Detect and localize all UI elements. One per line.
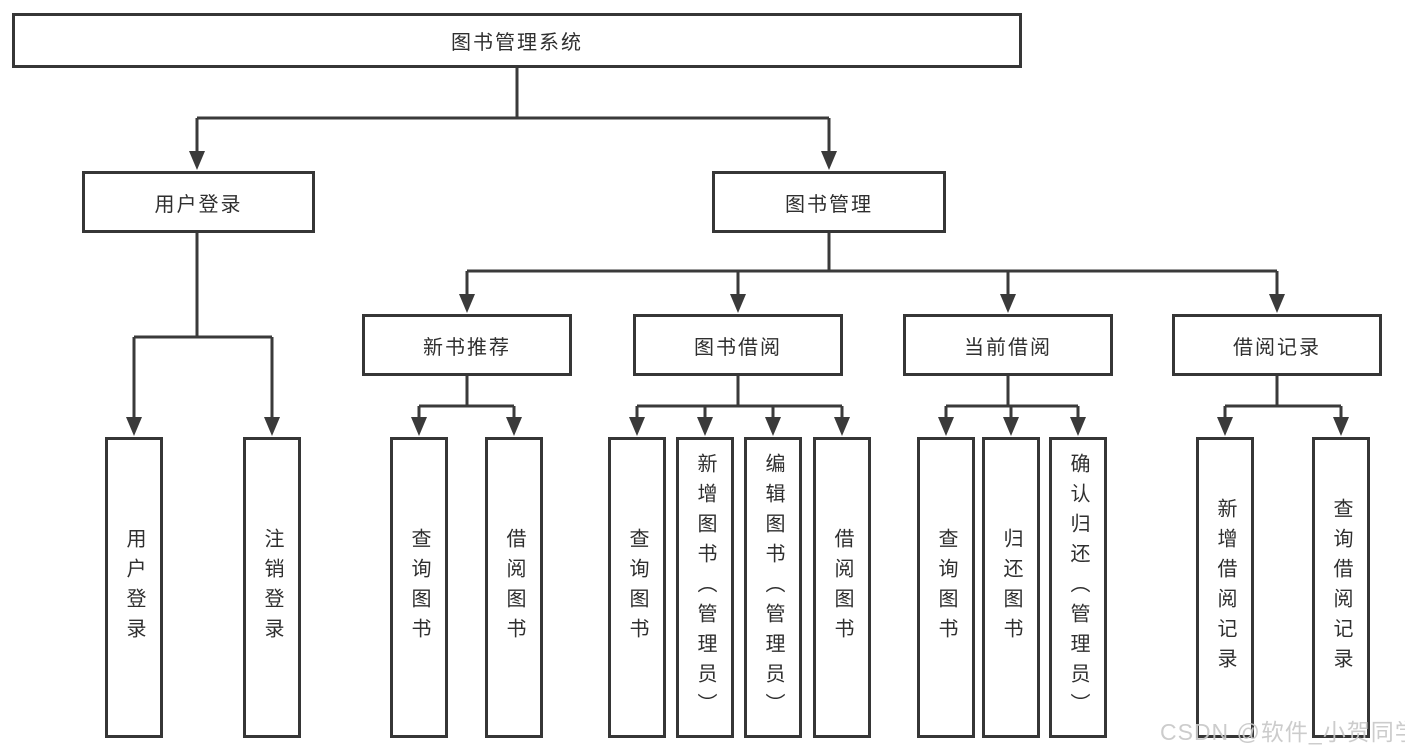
node-label: 图书管理 xyxy=(785,193,873,216)
node-add-book-admin: 新增图书（管理员） xyxy=(676,437,734,738)
node-label: 借阅图书 xyxy=(831,527,853,648)
node-label: 用户登录 xyxy=(154,193,243,216)
connector-book-borrow-branch xyxy=(635,376,844,420)
node-current-borrowing: 当前借阅 xyxy=(903,314,1113,376)
node-borrow-books-recommend: 借阅图书 xyxy=(485,437,543,738)
node-label: 归还图书 xyxy=(1000,527,1022,648)
node-borrow-books: 借阅图书 xyxy=(813,437,871,738)
node-edit-book-admin: 编辑图书（管理员） xyxy=(744,437,802,738)
node-label: 新书推荐 xyxy=(423,336,511,359)
node-label: 借阅记录 xyxy=(1233,336,1321,359)
connector-current-borrow-branch xyxy=(944,376,1080,420)
node-query-borrow-record: 查询借阅记录 xyxy=(1312,437,1370,738)
node-label: 查询借阅记录 xyxy=(1330,497,1352,678)
node-query-books-current: 查询图书 xyxy=(917,437,975,738)
node-label: 新增借阅记录 xyxy=(1214,497,1236,678)
connector-new-book-branch xyxy=(417,376,516,420)
node-label: 查询图书 xyxy=(935,527,957,648)
csdn-watermark: CSDN @软件_小贺同学 xyxy=(1160,719,1405,745)
node-book-borrowing: 图书借阅 xyxy=(633,314,843,376)
node-query-books-recommend: 查询图书 xyxy=(390,437,448,738)
node-new-book-recommendation: 新书推荐 xyxy=(362,314,572,376)
connector-root-to-level2 xyxy=(195,68,831,153)
connector-borrow-record-branch xyxy=(1223,376,1343,420)
node-label: 图书借阅 xyxy=(694,336,782,359)
node-add-borrow-record: 新增借阅记录 xyxy=(1196,437,1254,738)
node-confirm-return-admin: 确认归还（管理员） xyxy=(1049,437,1107,738)
node-label: 新增图书（管理员） xyxy=(694,452,716,723)
node-user-login: 用户登录 xyxy=(105,437,163,738)
node-label: 用户登录 xyxy=(123,527,145,648)
node-label: 查询图书 xyxy=(408,527,430,648)
node-label: 借阅图书 xyxy=(503,527,525,648)
node-user-login-group: 用户登录 xyxy=(82,171,315,233)
node-label: 注销登录 xyxy=(261,527,283,648)
connector-user-login-branch xyxy=(132,232,274,420)
node-label: 确认归还（管理员） xyxy=(1067,452,1089,723)
connector-book-mgmt-branch xyxy=(465,233,1279,296)
node-return-books: 归还图书 xyxy=(982,437,1040,738)
node-label: 编辑图书（管理员） xyxy=(762,452,784,723)
node-book-management-system: 图书管理系统 xyxy=(12,13,1022,68)
node-label: 图书管理系统 xyxy=(451,32,583,54)
node-label: 当前借阅 xyxy=(964,336,1052,359)
node-label: 查询图书 xyxy=(626,527,648,648)
node-query-books-borrowing: 查询图书 xyxy=(608,437,666,738)
node-book-management: 图书管理 xyxy=(712,171,946,233)
node-logout: 注销登录 xyxy=(243,437,301,738)
node-borrowing-records: 借阅记录 xyxy=(1172,314,1382,376)
